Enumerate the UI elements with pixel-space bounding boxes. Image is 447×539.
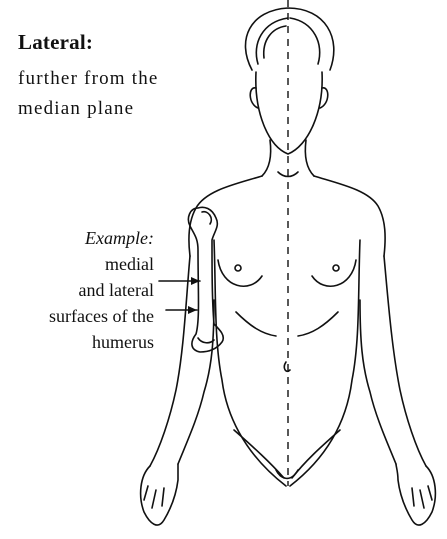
definition-line: median plane [18, 94, 208, 124]
rib-left [236, 312, 276, 336]
hair-right [290, 18, 320, 64]
hip-right [292, 430, 340, 478]
navel [284, 362, 290, 371]
humerus-head [202, 212, 211, 224]
face [256, 72, 322, 154]
left-fingers [144, 486, 164, 508]
hair-left [256, 18, 288, 64]
lateral-arrowhead [188, 306, 197, 314]
neck-right [305, 140, 314, 176]
example-label: Example: [0, 225, 154, 251]
right-breast [312, 260, 356, 286]
term-heading: Lateral: [18, 30, 93, 55]
example-line: medial [0, 251, 154, 277]
right-arm-outer [384, 256, 426, 466]
groin [276, 470, 298, 478]
example-caption: Example: medial and lateral surfaces of … [0, 225, 154, 355]
left-nipple [235, 265, 241, 271]
hair-left-2 [264, 26, 286, 58]
right-shoulder [314, 176, 385, 256]
left-arm-outer [150, 256, 190, 466]
left-shoulder [189, 176, 262, 256]
example-line: and lateral [0, 277, 154, 303]
left-breast [218, 260, 262, 286]
left-arm-inner [178, 300, 214, 464]
term-definition: further from the median plane [18, 64, 208, 124]
rib-right [298, 312, 338, 336]
neck-left [262, 140, 271, 176]
right-hand [396, 464, 435, 525]
humerus-condyle [198, 338, 214, 343]
definition-line: further from the [18, 64, 208, 94]
example-line: surfaces of the [0, 303, 154, 329]
example-line: humerus [0, 329, 154, 355]
right-nipple [333, 265, 339, 271]
right-fingers [412, 486, 432, 508]
